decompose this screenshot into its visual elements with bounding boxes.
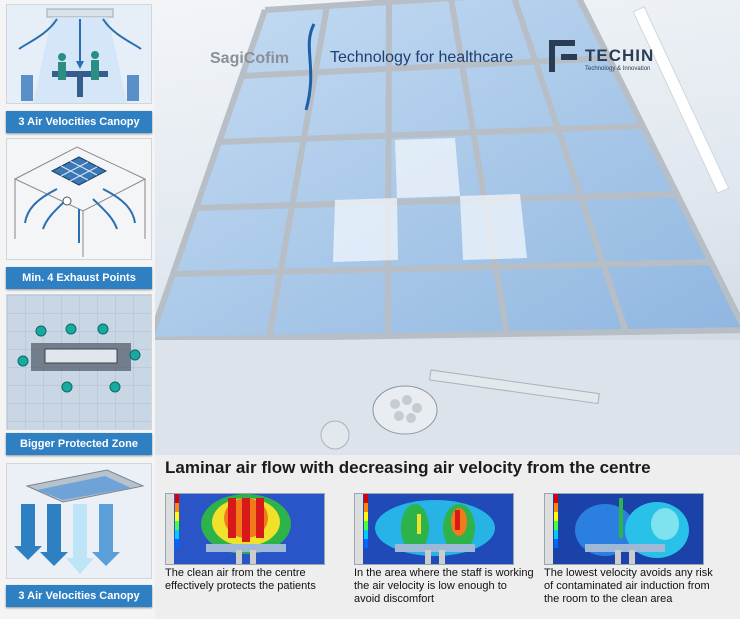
surgical-lamp-icon [320,369,600,450]
caption-1: The clean air from the centre effectivel… [165,567,316,592]
left-sidebar: 3 Air Velocities Canopy Min. 4 Exhaust P… [0,0,155,619]
techin-name: TECHIN [585,46,655,65]
panel-label-canopy-bottom: 3 Air Velocities Canopy [6,585,152,607]
panel-label-canopy: 3 Air Velocities Canopy [6,111,152,133]
brand-tagline: Technology for healthcare [330,49,514,66]
airflow-section: Laminar air flow with decreasing air vel… [155,455,740,619]
panel-label-exhaust: Min. 4 Exhaust Points [6,267,152,289]
caption-2: In the area where the staff is working t… [354,567,534,605]
techin-logo-icon [549,40,577,72]
caption-3: The lowest velocity avoids any risk of c… [544,567,713,605]
techin-subtitle: Technology & Innovation [585,66,651,72]
brand-swoosh-icon [304,23,316,111]
canopy-operating-room-illustration [6,4,152,104]
section-title: Laminar air flow with decreasing air vel… [165,458,651,477]
panel-label-protected: Bigger Protected Zone [6,433,152,455]
exhaust-points-illustration [6,138,152,260]
canopy-velocity-illustration [6,463,152,579]
velocity-simulation-3 [544,493,704,565]
ceiling-photo: SagiCofim Technology for healthcare TECH… [155,0,740,455]
velocity-simulation-2 [354,493,514,565]
protected-zone-illustration [6,294,152,430]
velocity-simulation-1 [165,493,325,565]
sagicofim-logo: SagiCofim [210,50,290,67]
